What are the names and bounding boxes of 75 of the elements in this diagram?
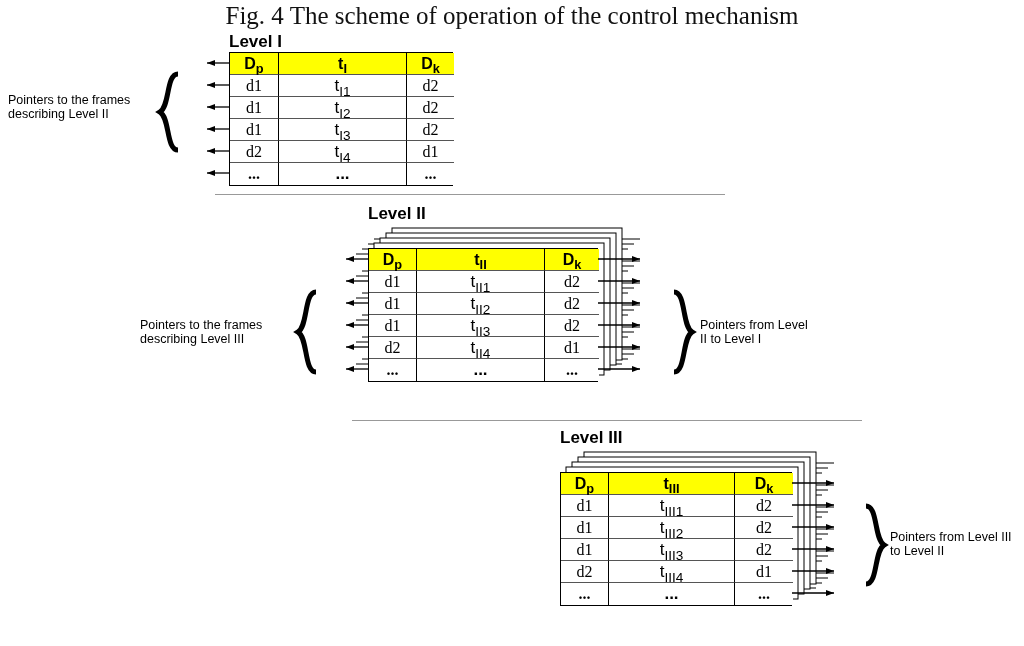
pointer-note: Pointers to the frames describing Level III (140, 318, 264, 346)
arrow (791, 480, 835, 486)
arrow (597, 322, 641, 328)
arrow (206, 148, 230, 154)
arrow (791, 546, 835, 552)
header-cell: D$_{k}$ (407, 53, 454, 75)
table-cell: d2 (545, 293, 599, 315)
header-cell: t$_{II}$ (417, 249, 545, 271)
table-heading: Level II (368, 204, 426, 224)
table-cell: t$_{III3}$ (609, 539, 735, 561)
figure-title: Fig. 4 The scheme of operation of the control mechanism (224, 2, 800, 30)
arrow (345, 366, 369, 372)
table-cell: t$_{II1}$ (417, 271, 545, 293)
arrow (345, 278, 369, 284)
table-cell: t$_{II3}$ (417, 315, 545, 337)
table-cell: t$_{III4}$ (609, 561, 735, 583)
pointer-note: Pointers from Level II to Level I (700, 318, 809, 346)
arrow (345, 256, 369, 262)
table-cell: t$_{I1}$ (279, 75, 407, 97)
table-cell: t$_{III1}$ (609, 495, 735, 517)
table-cell: t$_{I3}$ (279, 119, 407, 141)
arrow (597, 256, 641, 262)
arrow (345, 300, 369, 306)
table-cell: d2 (545, 315, 599, 337)
table-cell: d2 (545, 271, 599, 293)
header-cell: D$_{k}$ (735, 473, 793, 495)
table-cell: d1 (545, 337, 599, 359)
table-cell: d1 (369, 271, 417, 293)
table-cell: d2 (561, 561, 609, 583)
header-cell: t$_{III}$ (609, 473, 735, 495)
table-heading: Level I (229, 32, 282, 52)
table-cell: t$_{II2}$ (417, 293, 545, 315)
table-cell: d2 (407, 119, 454, 141)
header-cell: D$_{k}$ (545, 249, 599, 271)
arrow (791, 502, 835, 508)
arrow (206, 60, 230, 66)
pointer-note: Pointers from Level III to Level II (890, 530, 1013, 558)
table-cell: d1 (561, 517, 609, 539)
arrow (345, 322, 369, 328)
table-cell: d1 (561, 539, 609, 561)
table-cell: t$_{I4}$ (279, 141, 407, 163)
table-cell: d1 (230, 75, 279, 97)
arrow (791, 524, 835, 530)
table-cell: d2 (735, 495, 793, 517)
arrow (206, 170, 230, 176)
arrow (791, 568, 835, 574)
arrow (791, 590, 835, 596)
table-cell: d2 (369, 337, 417, 359)
table-cell: d1 (407, 141, 454, 163)
header-cell: t$_{I}$ (279, 53, 407, 75)
table-cell: d2 (230, 141, 279, 163)
arrow (206, 82, 230, 88)
arrow (345, 344, 369, 350)
arrow (597, 344, 641, 350)
table-cell: d1 (230, 97, 279, 119)
arrow (597, 300, 641, 306)
table-cell: d1 (369, 315, 417, 337)
table-cell: d1 (369, 293, 417, 315)
table-cell: d2 (735, 539, 793, 561)
arrow (206, 104, 230, 110)
table-cell: t$_{III2}$ (609, 517, 735, 539)
table-cell: t$_{II4}$ (417, 337, 545, 359)
table-cell: d2 (407, 97, 454, 119)
table-cell: d1 (561, 495, 609, 517)
header-cell: D$_{p}$ (230, 53, 279, 75)
table-cell: d2 (735, 517, 793, 539)
arrow (206, 126, 230, 132)
arrow (597, 366, 641, 372)
table-cell: d1 (735, 561, 793, 583)
table-cell: d2 (407, 75, 454, 97)
pointer-note: Pointers to the frames describing Level II (8, 93, 132, 121)
arrow (597, 278, 641, 284)
table-cell: t$_{I2}$ (279, 97, 407, 119)
table-heading: Level III (560, 428, 623, 448)
table-cell: d1 (230, 119, 279, 141)
